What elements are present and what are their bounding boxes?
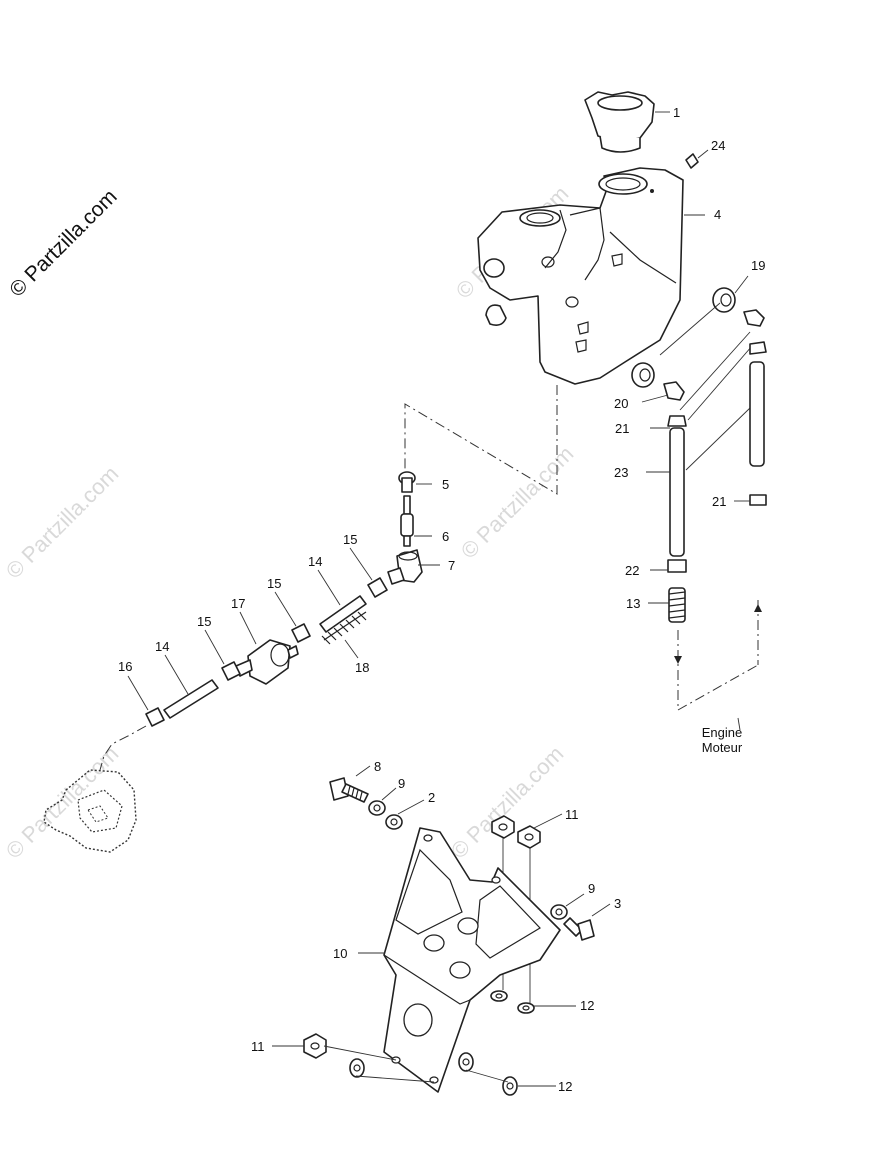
callout-12-right: 12: [580, 998, 594, 1013]
callout-11-top: 11: [565, 807, 579, 822]
lock-washer-9b: [550, 904, 568, 920]
watermark-4: © Partzilla.com: [446, 741, 569, 864]
callout-15-low: 15: [197, 614, 211, 629]
spring-13: [668, 587, 686, 623]
callout-21-right: 21: [712, 494, 726, 509]
callout-22: 22: [625, 563, 639, 578]
callout-11-low: 11: [251, 1039, 265, 1054]
moteur-label: Moteur: [702, 740, 743, 755]
fuel-hose-14b: [163, 679, 219, 719]
hose-clamp-21a: [667, 415, 687, 427]
callout-20: 20: [614, 396, 628, 411]
callout-16: 16: [118, 659, 132, 674]
hose-clamp-15c: [221, 661, 241, 681]
flat-washer-12b: [517, 1002, 535, 1014]
hose-clamp-15b: [291, 623, 311, 643]
callout-10: 10: [333, 946, 347, 961]
callout-18: 18: [355, 660, 369, 675]
flat-washer-2: [385, 814, 403, 830]
fuel-filter-17: [235, 639, 299, 685]
flat-washer-12a: [490, 990, 508, 1002]
fuel-pump-reference: [43, 725, 147, 853]
callout-23: 23: [614, 465, 628, 480]
bolt-8: [329, 777, 369, 803]
oil-tank: [477, 167, 684, 385]
callout-24: 24: [711, 138, 725, 153]
hose-clamp-21b: [749, 494, 767, 506]
callout-8: 8: [374, 759, 381, 774]
fitting-5: [398, 471, 416, 493]
watermark-3: © Partzilla.com: [1, 461, 124, 584]
vent-nipple: [685, 153, 699, 169]
spring-18: [321, 611, 367, 645]
hose-clamp-21b-top: [749, 341, 767, 355]
callout-3: 3: [614, 896, 621, 911]
grommet-19: [712, 287, 765, 327]
callout-21: 21: [615, 421, 629, 436]
flat-washer-12d: [458, 1052, 474, 1072]
bolt-3: [563, 917, 595, 941]
fitting-6: [400, 495, 414, 547]
hose-clamp-15a: [367, 577, 388, 598]
tee-fitting-7: [387, 549, 423, 585]
callout-5: 5: [442, 477, 449, 492]
grommet-20: [631, 362, 685, 401]
copyright-text: © Partzilla.com: [5, 185, 121, 301]
fuel-hose-14a: [319, 595, 367, 633]
engine-label: Engine: [702, 725, 742, 740]
callout-14-low: 14: [155, 639, 169, 654]
hose-clamp-16: [145, 707, 165, 727]
lock-washer-9a: [368, 800, 386, 816]
callout-9-top: 9: [398, 776, 405, 791]
callout-6: 6: [442, 529, 449, 544]
callout-numbers: 1 24 4 19 20 21 23 21 22 13 5 6 7 15 14 …: [118, 105, 765, 1094]
callout-15-top: 15: [343, 532, 357, 547]
callout-2: 2: [428, 790, 435, 805]
watermark-5: © Partzilla.com: [1, 741, 124, 864]
nut-11c: [303, 1033, 327, 1059]
mounting-bracket-10: [383, 827, 561, 1093]
oil-hose-right: [749, 361, 765, 467]
flat-washer-12e: [502, 1076, 518, 1096]
callout-1: 1: [673, 105, 680, 120]
callout-7: 7: [448, 558, 455, 573]
nut-11b: [517, 825, 541, 849]
callout-15-mid: 15: [267, 576, 281, 591]
oil-hose-23: [669, 427, 685, 557]
hose-clamp-22: [667, 559, 687, 573]
watermark-2: © Partzilla.com: [456, 441, 579, 564]
callout-12-low: 12: [558, 1079, 572, 1094]
callout-4: 4: [714, 207, 721, 222]
callout-17: 17: [231, 596, 245, 611]
nut-11a: [491, 815, 515, 839]
callout-9-right: 9: [588, 881, 595, 896]
oil-cap: [584, 91, 655, 153]
callout-14-top: 14: [308, 554, 322, 569]
callout-13: 13: [626, 596, 640, 611]
callout-19: 19: [751, 258, 765, 273]
flat-washer-12c: [349, 1058, 365, 1078]
